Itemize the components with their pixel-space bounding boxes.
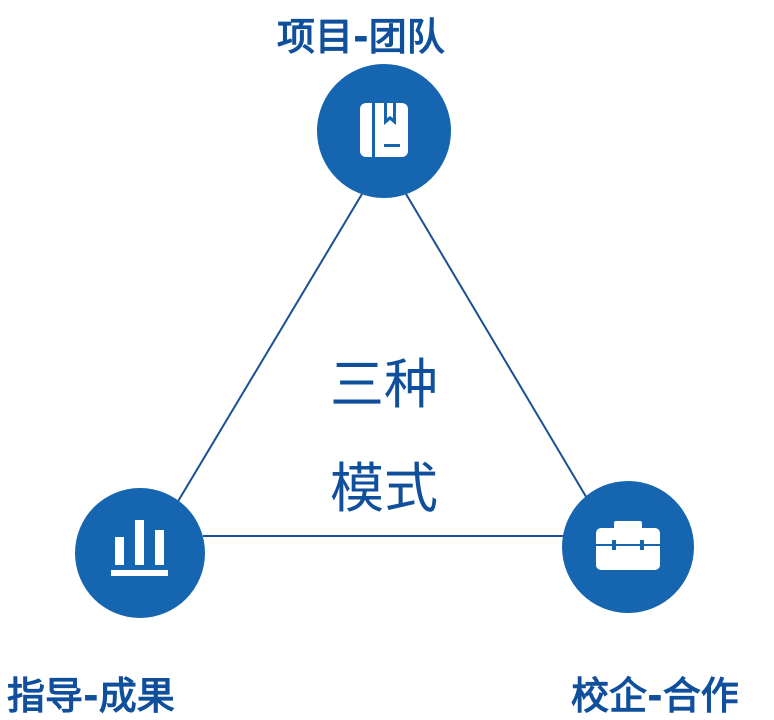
briefcase-icon	[596, 521, 660, 570]
node-left-circle	[75, 488, 205, 618]
center-text-line1: 三种	[330, 353, 438, 416]
node-left-label: 指导-成果	[7, 674, 175, 718]
node-top-circle	[317, 64, 451, 198]
node-right-label: 校企-合作	[571, 674, 739, 718]
bar-chart-icon	[111, 520, 168, 576]
center-text-line2: 模式	[330, 457, 438, 520]
triangle-edges	[176, 193, 589, 537]
book-icon	[360, 103, 408, 157]
node-top-label: 项目-团队	[277, 15, 445, 59]
node-right-circle	[562, 481, 694, 613]
edge-top-left	[176, 193, 363, 504]
edge-top-right	[405, 193, 589, 501]
